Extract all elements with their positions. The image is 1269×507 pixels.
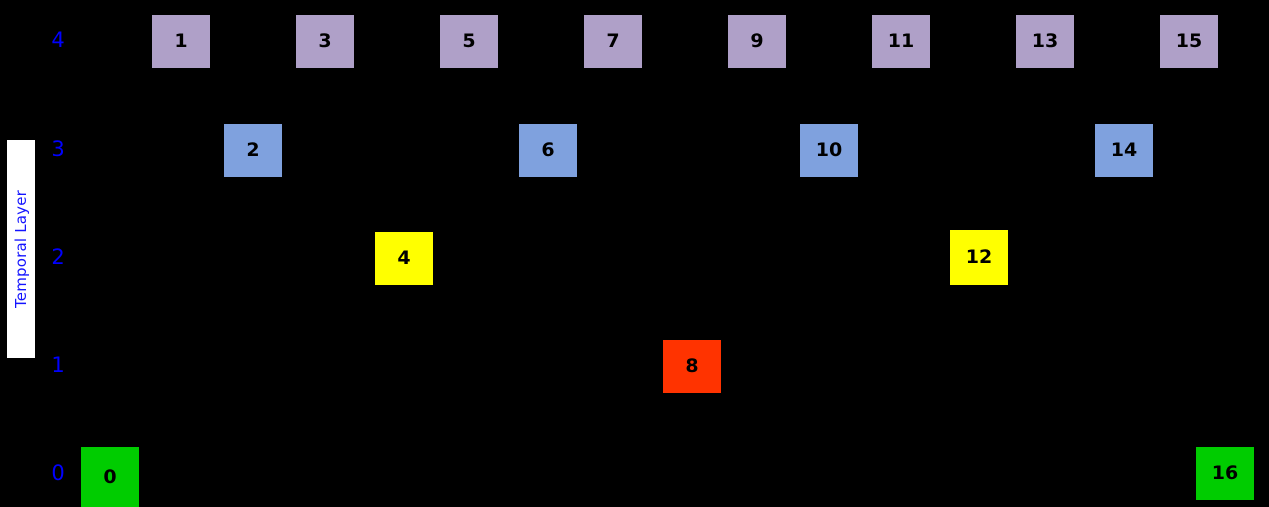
y-axis-tick-1: 1 xyxy=(51,353,65,377)
frame-block-4[interactable]: 4 xyxy=(375,232,433,285)
frame-block-7[interactable]: 7 xyxy=(584,15,642,68)
frame-block-11[interactable]: 11 xyxy=(872,15,930,68)
frame-block-2[interactable]: 2 xyxy=(224,124,282,177)
frame-block-1[interactable]: 1 xyxy=(152,15,210,68)
frame-block-10[interactable]: 10 xyxy=(800,124,858,177)
frame-block-8[interactable]: 8 xyxy=(663,340,721,393)
y-axis-tick-4: 4 xyxy=(51,28,65,52)
y-axis-title-strip: Temporal Layer xyxy=(7,140,35,358)
frame-block-9[interactable]: 9 xyxy=(728,15,786,68)
frame-block-15[interactable]: 15 xyxy=(1160,15,1218,68)
frame-block-13[interactable]: 13 xyxy=(1016,15,1074,68)
y-axis-tick-2: 2 xyxy=(51,245,65,269)
frame-block-16[interactable]: 16 xyxy=(1196,447,1254,500)
frame-block-6[interactable]: 6 xyxy=(519,124,577,177)
y-axis-title-label: Temporal Layer xyxy=(12,189,30,309)
frame-block-12[interactable]: 12 xyxy=(950,230,1008,285)
frame-block-3[interactable]: 3 xyxy=(296,15,354,68)
y-axis-tick-3: 3 xyxy=(51,137,65,161)
frame-block-5[interactable]: 5 xyxy=(440,15,498,68)
frame-block-0[interactable]: 0 xyxy=(81,447,139,507)
frame-block-14[interactable]: 14 xyxy=(1095,124,1153,177)
y-axis-tick-0: 0 xyxy=(51,461,65,485)
